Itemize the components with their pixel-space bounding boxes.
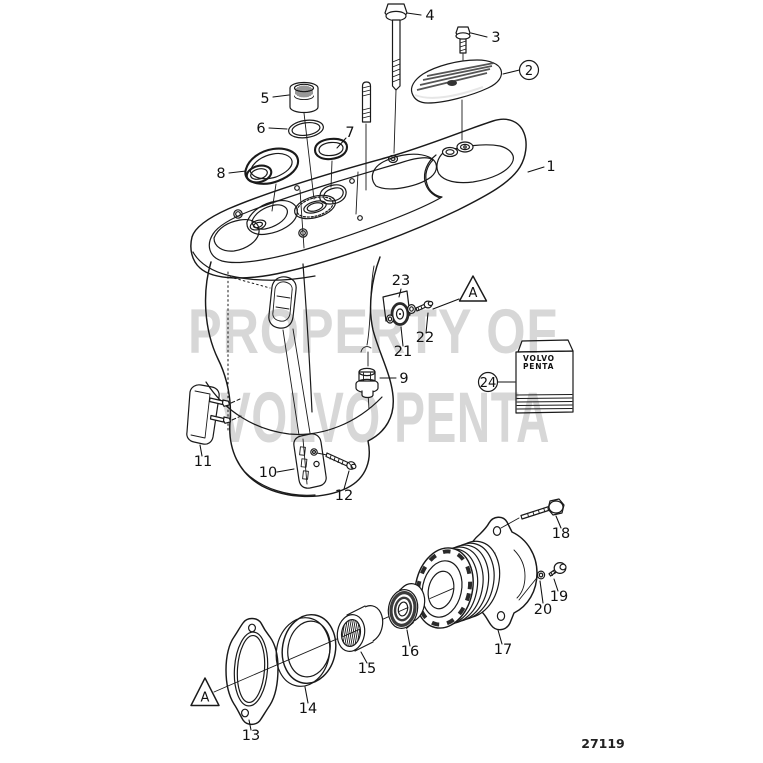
part-21-cover <box>386 302 416 326</box>
cap-panel <box>436 144 514 184</box>
watermark-line-1: PROPERTY OF <box>188 297 558 367</box>
callout-17: 17 <box>494 642 512 658</box>
callout-24-circle <box>477 371 499 393</box>
part-7-gasket <box>313 137 349 161</box>
part-1-gear-housing <box>190 118 527 498</box>
kit-box-brand-line-2: PENTA <box>523 362 554 371</box>
gasket-face-details <box>213 153 437 252</box>
callout-4: 4 <box>425 8 434 24</box>
detail-marker-a-upper-label: A <box>469 286 478 301</box>
mount-bosses <box>441 141 474 158</box>
watermark: PROPERTY OF VOLVO PENTA <box>188 297 558 458</box>
callout-19: 19 <box>550 589 568 605</box>
knurl <box>295 85 313 98</box>
part-11-bracket <box>186 384 242 445</box>
part-12-screw <box>325 452 357 470</box>
callout-2: 2 <box>525 64 533 79</box>
alignment-lines <box>271 53 538 601</box>
callout-16: 16 <box>401 644 419 660</box>
callout-10: 10 <box>259 465 277 481</box>
part-3-bolt <box>455 26 471 54</box>
callout-2-circle <box>518 59 540 81</box>
part-15-needle-bearing <box>336 605 384 652</box>
part-9-drain-plug <box>355 367 379 399</box>
part-24-service-kit-box: VOLVO PENTA <box>515 339 574 414</box>
part-20-washer <box>536 570 546 580</box>
callout-23: 23 <box>392 273 410 289</box>
detail-marker-a-lower: A <box>190 677 220 707</box>
callout-3: 3 <box>491 30 500 46</box>
drawing-number: 27119 <box>581 736 625 751</box>
callout-8: 8 <box>216 166 225 182</box>
callout-18: 18 <box>552 526 570 542</box>
part-4-bolt <box>384 3 408 91</box>
callout-24: 24 <box>480 376 497 391</box>
part-19-screw <box>548 561 567 577</box>
part-8-gasket <box>244 147 300 185</box>
callout-11: 11 <box>194 454 212 470</box>
anode-bolt-hole <box>447 80 457 86</box>
hidden-position-lines <box>227 271 271 432</box>
lower-assembly <box>213 498 567 726</box>
callout-6: 6 <box>256 121 265 137</box>
callout-5: 5 <box>260 91 269 107</box>
callout-12: 12 <box>335 488 353 504</box>
part-5-bushing <box>289 81 319 114</box>
part-14-ring <box>275 613 337 687</box>
detail-marker-a-upper: A <box>458 275 488 302</box>
part-22-screw <box>415 300 434 312</box>
anode-recess <box>268 276 297 329</box>
callout-9: 9 <box>399 371 408 387</box>
callout-15: 15 <box>358 661 376 677</box>
watermark-line-2: VOLVO PENTA <box>220 379 550 458</box>
leader-lines <box>199 12 562 731</box>
callout-13: 13 <box>242 728 260 744</box>
part-17-bearing-carrier <box>414 516 538 631</box>
part-16-seal-ring <box>387 583 426 629</box>
part-2-anode <box>410 59 503 104</box>
kit-box-brand-line-1: VOLVO <box>523 354 555 363</box>
bolt-holes <box>233 178 363 238</box>
callout-20: 20 <box>534 602 552 618</box>
callout-21: 21 <box>394 344 412 360</box>
callout-7: 7 <box>345 125 354 141</box>
castellated-ring <box>415 549 473 627</box>
callout-22: 22 <box>416 330 434 346</box>
part-13-gasket-plate <box>225 617 279 726</box>
part-23-plate <box>382 290 411 322</box>
callout-14: 14 <box>299 701 317 717</box>
detail-marker-a-lower-label: A <box>201 691 210 706</box>
stud <box>361 81 372 123</box>
part-10-anode-block <box>293 433 327 489</box>
callout-labels: 1 2 3 4 5 6 7 8 9 10 11 12 13 14 15 16 1… <box>190 8 570 744</box>
part-18-bolt <box>520 498 565 520</box>
callout-1: 1 <box>546 159 555 175</box>
